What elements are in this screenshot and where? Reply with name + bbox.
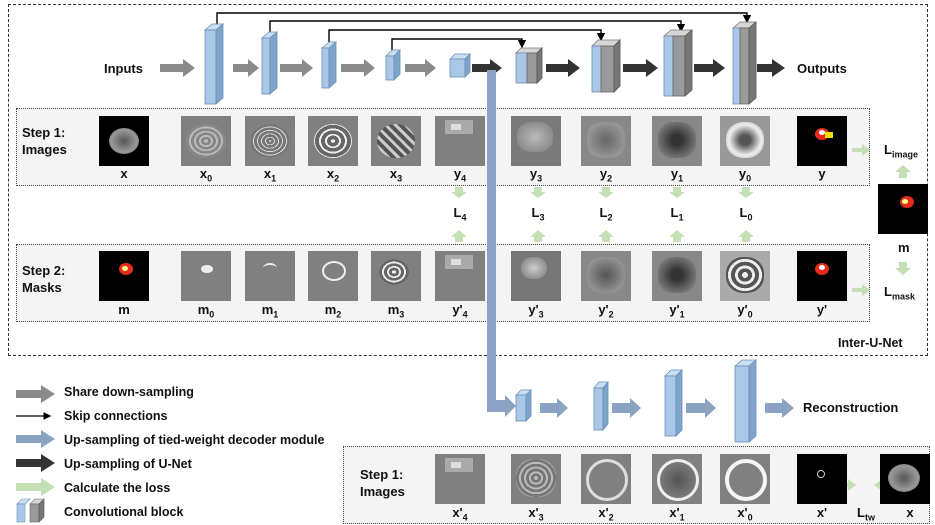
mask-feature-y0 — [720, 251, 770, 301]
row1-caption-9: y0 — [738, 166, 752, 184]
row3-step-label: Step 1: Images — [360, 466, 405, 500]
loss-arrows — [451, 144, 911, 491]
section-label: Inter-U-Net — [838, 336, 903, 350]
legend-item-1: Skip connections — [64, 409, 168, 423]
loss-label-1: L3 — [531, 205, 545, 223]
skip-connections — [216, 12, 752, 51]
row2-caption-10: y' — [816, 302, 828, 317]
row1-caption-6: y3 — [529, 166, 543, 184]
tied-decoder-arrows — [487, 70, 794, 418]
row3-caption-3: x'1 — [669, 505, 685, 523]
row3-caption-0: x'4 — [452, 505, 468, 523]
row1-caption-7: y2 — [599, 166, 613, 184]
row2-caption-6: y'3 — [528, 302, 544, 320]
mask-feature-m3 — [371, 251, 421, 301]
row2-caption-3: m2 — [324, 302, 342, 320]
feature-y2 — [581, 116, 631, 166]
row2-caption-2: m1 — [261, 302, 279, 320]
recon-feature-x0 — [720, 454, 770, 504]
row3-step-sub: Images — [360, 484, 405, 499]
mask-feature-y2 — [581, 251, 631, 301]
row1-step-sub: Images — [22, 142, 67, 157]
ground-truth-mask — [878, 184, 928, 234]
row2-step-label: Step 2: Masks — [22, 262, 65, 296]
decoder-blocks — [515, 21, 758, 105]
feature-x1 — [245, 116, 295, 166]
inter-unet-frame — [8, 4, 928, 356]
row2-caption-5: y'4 — [452, 302, 468, 320]
recon-output-x-prime — [797, 454, 847, 504]
row3-caption-4: x'0 — [737, 505, 753, 523]
row1-step-label: Step 1: Images — [22, 124, 67, 158]
row1-caption-10: y — [818, 166, 826, 181]
output-y — [797, 116, 847, 166]
legend-icons — [16, 385, 55, 523]
outputs-label: Outputs — [797, 61, 847, 76]
mask-feature-m0 — [181, 251, 231, 301]
loss-label-4: L0 — [739, 205, 753, 223]
legend-item-0: Share down-sampling — [64, 385, 194, 399]
row3-caption-2: x'2 — [598, 505, 614, 523]
share-downsampling-arrows — [160, 59, 436, 77]
loss-label-0: L4 — [453, 205, 467, 223]
inputs-label: Inputs — [104, 61, 143, 76]
legend-item-5: Convolutional block — [64, 505, 184, 519]
ltw-label: Ltw — [857, 505, 875, 523]
unet-upsampling-arrows — [472, 59, 785, 77]
row1-caption-1: x0 — [199, 166, 213, 184]
row3-caption-1: x'3 — [528, 505, 544, 523]
recon-feature-x4 — [435, 454, 485, 504]
mask-feature-y4 — [435, 251, 485, 301]
mask-m — [99, 251, 149, 301]
encoder-blocks — [203, 23, 471, 105]
legend-item-4: Calculate the loss — [64, 481, 171, 495]
row1-caption-2: x1 — [263, 166, 277, 184]
feature-y4 — [435, 116, 485, 166]
row1-caption-3: x2 — [326, 166, 340, 184]
feature-x2 — [308, 116, 358, 166]
lmask-label: Lmask — [884, 284, 915, 302]
row2-step-sub: Masks — [22, 280, 62, 295]
row1-caption-8: y1 — [670, 166, 684, 184]
row2-step-text: Step 2: — [22, 263, 66, 278]
reconstruction-label: Reconstruction — [803, 400, 899, 415]
row1-caption-4: x3 — [389, 166, 403, 184]
row2-caption-8: y'1 — [669, 302, 685, 320]
row2-caption-9: y'0 — [737, 302, 753, 320]
feature-y1 — [652, 116, 702, 166]
mask-feature-y1 — [652, 251, 702, 301]
reconstruction-blocks — [515, 359, 758, 443]
feature-y0 — [720, 116, 770, 166]
row3-caption-5: x' — [816, 505, 828, 520]
row2-caption-1: m0 — [197, 302, 215, 320]
mask-output-y-prime — [797, 251, 847, 301]
limage-label: Limage — [884, 142, 918, 160]
row1-caption-0: x — [120, 166, 128, 181]
mask-feature-m2 — [308, 251, 358, 301]
image-x — [99, 116, 149, 166]
mask-feature-y3 — [511, 251, 561, 301]
loss-label-3: L1 — [670, 205, 684, 223]
recon-feature-x1 — [652, 454, 702, 504]
recon-feature-x2 — [581, 454, 631, 504]
row2-caption-4: m3 — [387, 302, 405, 320]
feature-x3 — [371, 116, 421, 166]
row2-caption-7: y'2 — [598, 302, 614, 320]
m-label: m — [898, 240, 910, 255]
recon-input-x — [880, 454, 930, 504]
legend-item-3: Up-sampling of U-Net — [64, 457, 192, 471]
row3-step-text: Step 1: — [360, 467, 404, 482]
loss-label-2: L2 — [599, 205, 613, 223]
row2-caption-0: m — [118, 302, 130, 317]
recon-feature-x3 — [511, 454, 561, 504]
feature-x0 — [181, 116, 231, 166]
row3-caption-6: x — [906, 505, 914, 520]
legend-item-2: Up-sampling of tied-weight decoder modul… — [64, 433, 325, 447]
feature-y3 — [511, 116, 561, 166]
mask-feature-m1 — [245, 251, 295, 301]
row1-step-text: Step 1: — [22, 125, 66, 140]
row1-caption-5: y4 — [453, 166, 467, 184]
